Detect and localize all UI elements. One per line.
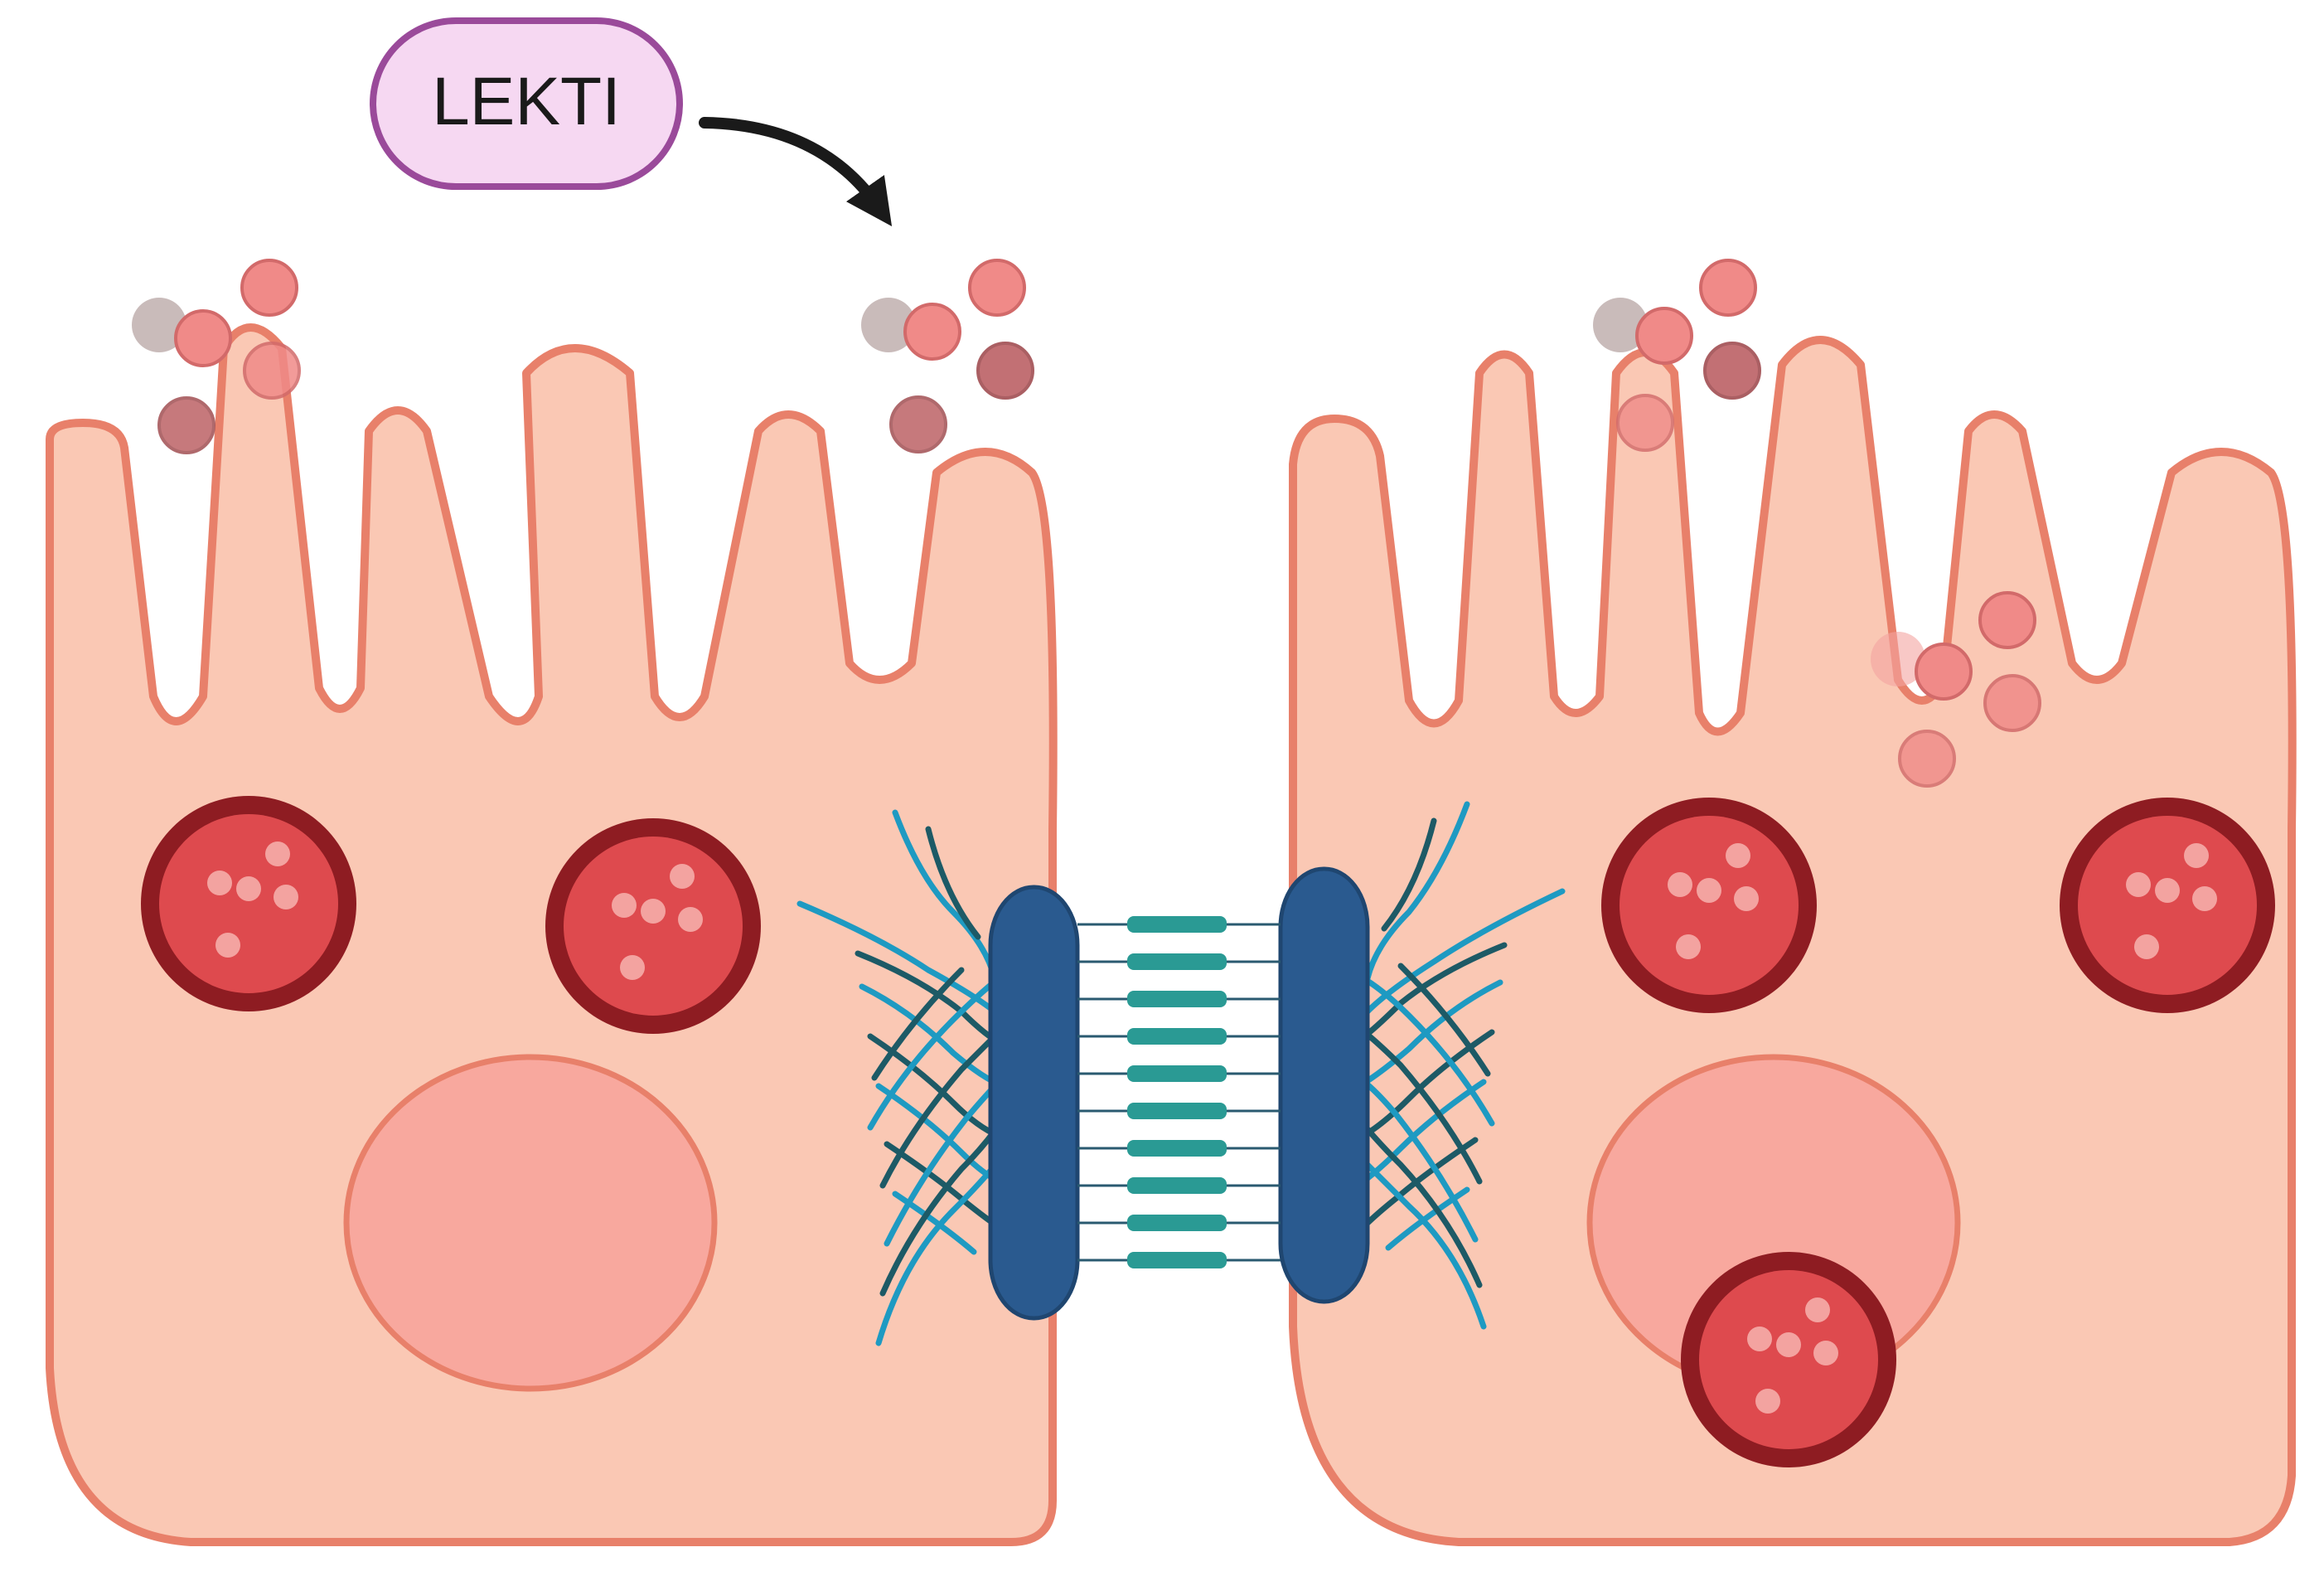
keratin-filaments-left (796, 809, 1006, 1346)
protease-cluster-right-inner (1871, 591, 2041, 788)
lamellar-granule (1601, 798, 1817, 1013)
desmosome-plaque-right (1278, 866, 1370, 1304)
lamellar-granule (2060, 798, 2275, 1013)
lekti-label-text: LEKTI (432, 64, 621, 139)
left-nucleus (343, 1054, 718, 1392)
protease-cluster-right-top (1593, 259, 1761, 452)
cadherin-links (1077, 916, 1281, 1268)
curved-arrow-down-icon (699, 117, 893, 226)
desmosome-plaque-left (988, 885, 1080, 1321)
lamellar-granule (1681, 1252, 1896, 1467)
protease-cluster-left (132, 259, 301, 454)
lekti-label: LEKTI (370, 17, 683, 190)
keratin-filaments-right (1356, 801, 1566, 1330)
granule-group (141, 796, 2275, 1467)
desmosome (796, 801, 1566, 1346)
lekti-label-pill (370, 17, 683, 190)
protease-cluster-middle (861, 259, 1034, 453)
lamellar-granule (141, 796, 356, 1011)
lamellar-granule (545, 818, 761, 1034)
